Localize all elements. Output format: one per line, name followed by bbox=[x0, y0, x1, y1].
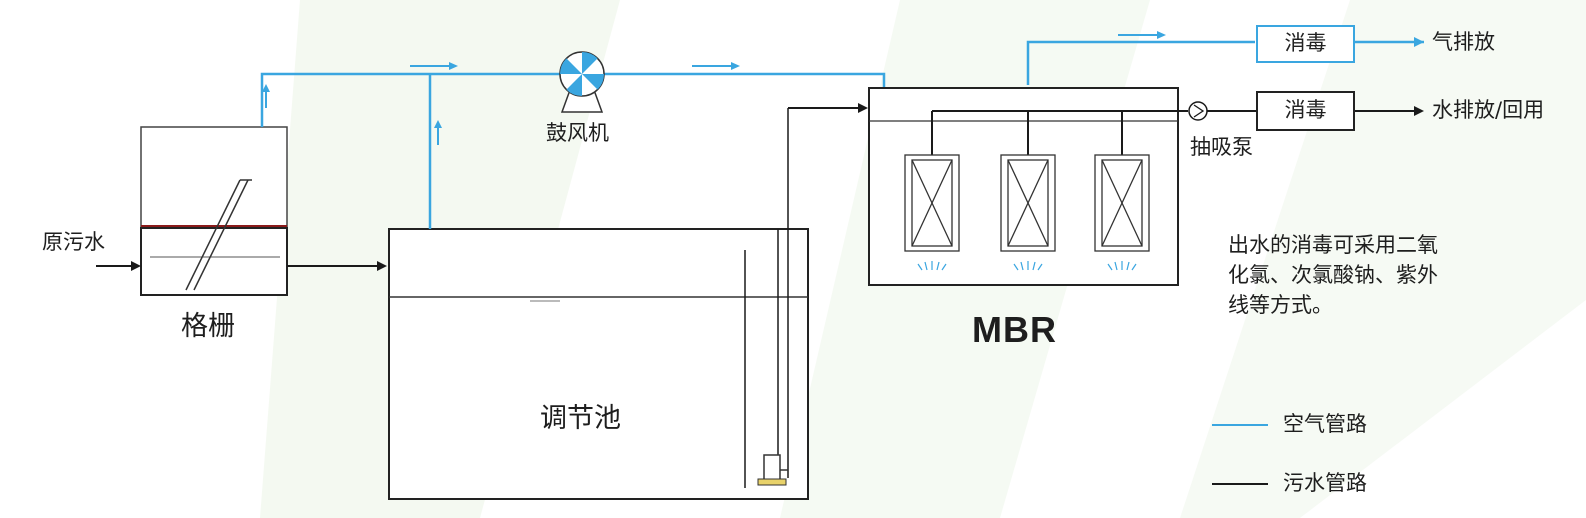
mbr-label: MBR bbox=[972, 309, 1057, 350]
raw-sewage-label: 原污水 bbox=[42, 230, 105, 254]
mbr-tank bbox=[868, 87, 1188, 286]
grille-label: 格栅 bbox=[181, 311, 235, 342]
blower-fan-icon bbox=[559, 51, 605, 113]
grille-tank bbox=[140, 126, 288, 296]
disinfect-bottom-label: 消毒 bbox=[1284, 98, 1327, 122]
disinfection-note: 出水的消毒可采用二氧 化氯、次氯酸钠、紫外 线等方式。 bbox=[1228, 230, 1488, 320]
disinfect-box-bottom bbox=[1256, 91, 1355, 131]
raw-sewage-arrow bbox=[96, 261, 141, 271]
aerator-diffuser-icon bbox=[917, 261, 1137, 271]
suction-pump-label: 抽吸泵 bbox=[1190, 135, 1253, 159]
gas-outlet-arrow bbox=[1414, 37, 1424, 47]
water-discharge-label: 水排放/回用 bbox=[1432, 98, 1545, 122]
disinfect-box-top bbox=[1256, 25, 1355, 63]
gas-discharge-label: 气排放 bbox=[1432, 30, 1495, 54]
legend-air-label: 空气管路 bbox=[1283, 412, 1367, 436]
sewage-pipe-tank-to-mbr bbox=[788, 103, 868, 113]
water-outlet-pipe bbox=[1207, 106, 1424, 116]
submersible-pump-icon bbox=[757, 454, 788, 486]
note-line-1: 出水的消毒可采用二氧 bbox=[1228, 233, 1438, 257]
note-line-2: 化氯、次氯酸钠、紫外 bbox=[1228, 263, 1438, 287]
disinfect-top-label: 消毒 bbox=[1284, 31, 1327, 55]
membrane-module-icon bbox=[904, 154, 1150, 252]
regulating-tank-label: 调节池 bbox=[540, 403, 621, 434]
legend-sewage-label: 污水管路 bbox=[1283, 471, 1367, 495]
sewage-pipe-grille-to-tank bbox=[287, 261, 387, 271]
regulating-tank bbox=[388, 108, 809, 500]
suction-pump-icon bbox=[1188, 101, 1208, 121]
blower-label: 鼓风机 bbox=[546, 121, 609, 145]
note-line-3: 线等方式。 bbox=[1228, 293, 1333, 317]
grille-screen bbox=[185, 179, 241, 291]
air-flow-arrows bbox=[262, 31, 1166, 145]
